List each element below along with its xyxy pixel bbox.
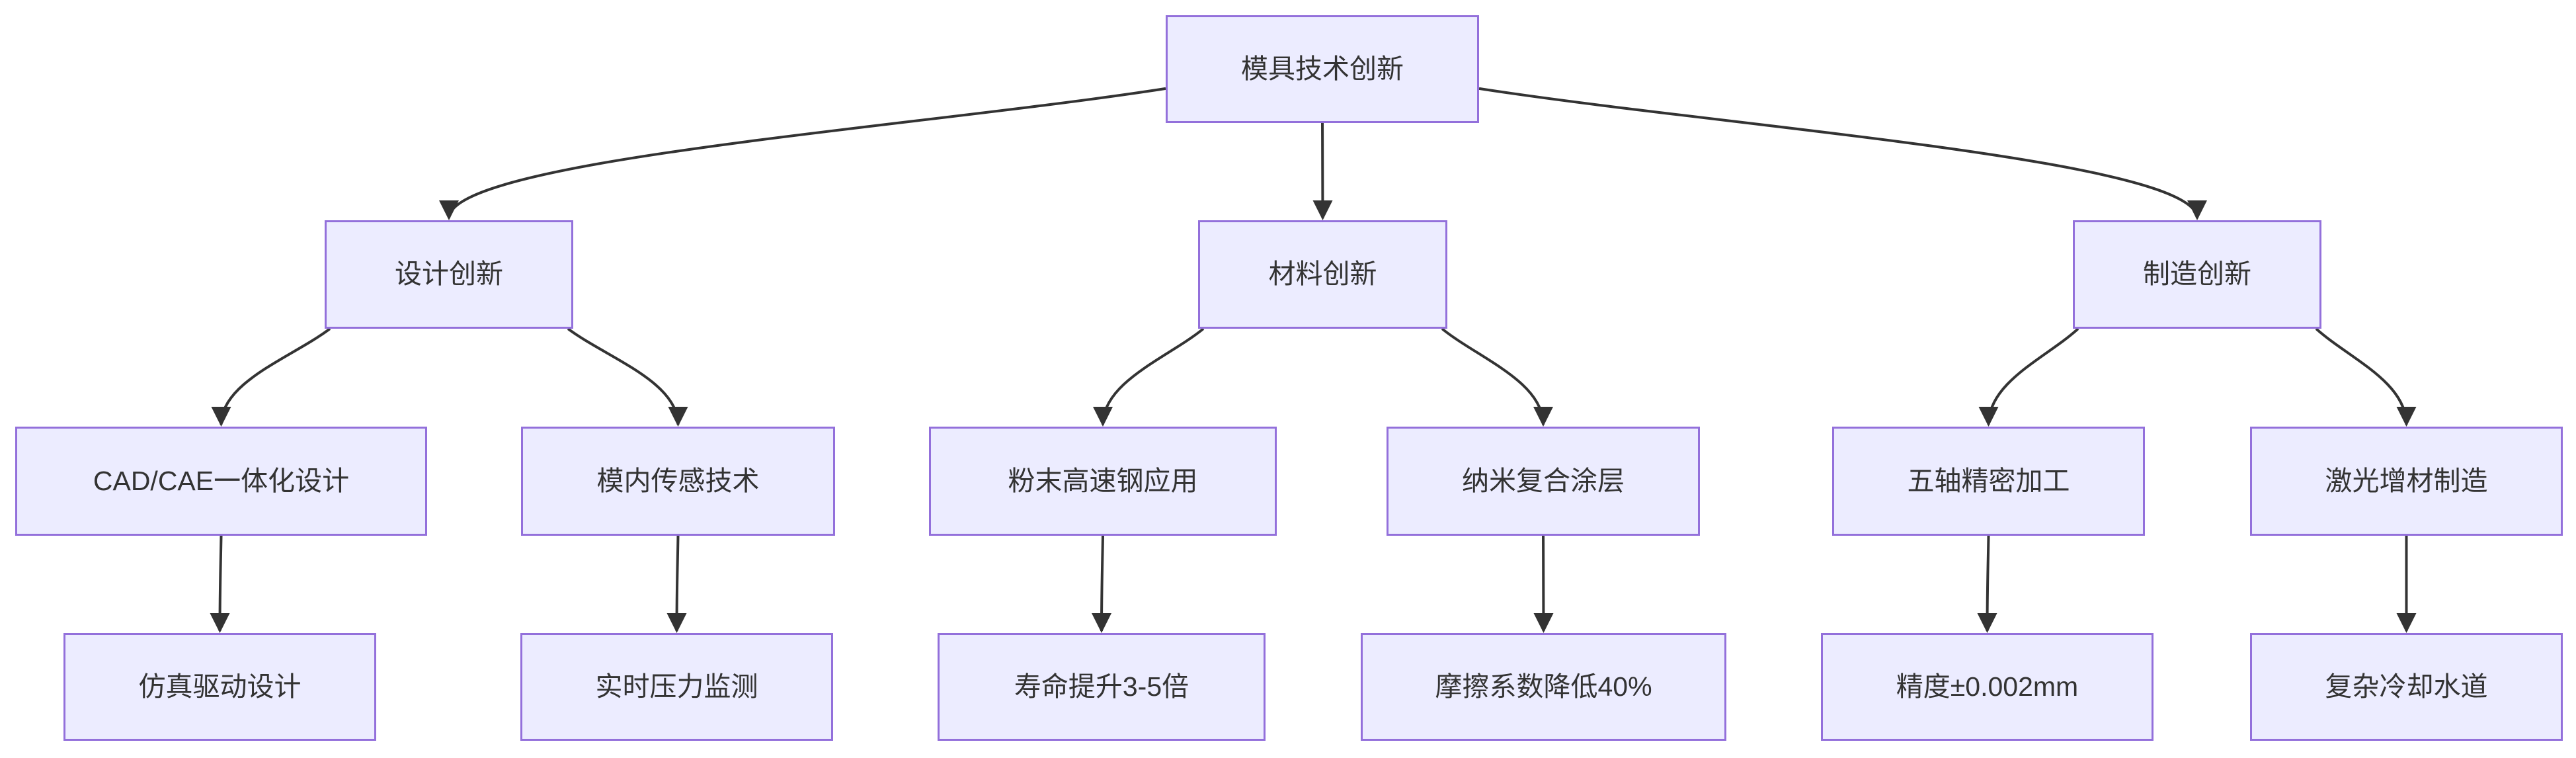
node-label-manufacture: 制造创新: [2143, 259, 2251, 290]
node-label-sensor: 模内传感技术: [596, 465, 760, 496]
edge-manufacture-fiveaxis: [1978, 327, 2079, 427]
flowchart-node-lifespan: 寿命提升3-5倍: [938, 633, 1266, 741]
node-label-root: 模具技术创新: [1241, 53, 1404, 84]
node-label-precision: 精度±0.002mm: [1896, 671, 2079, 702]
node-label-laser: 激光增材制造: [2325, 465, 2488, 496]
edge-root-material: [1312, 122, 1333, 220]
node-label-fiveaxis: 五轴精密加工: [1907, 465, 2070, 496]
node-label-lifespan: 寿命提升3-5倍: [1014, 671, 1189, 702]
flowchart-node-nano: 纳米复合涂层: [1387, 427, 1700, 536]
edge-root-manufacture: [1478, 87, 2207, 220]
flowchart-node-cooling: 复杂冷却水道: [2250, 633, 2563, 741]
edge-cadcae-simulation: [210, 535, 230, 633]
node-label-cadcae: CAD/CAE一体化设计: [93, 465, 350, 496]
node-label-simulation: 仿真驱动设计: [138, 671, 302, 702]
flowchart-node-powder: 粉末高速钢应用: [929, 427, 1277, 536]
edge-nano-friction: [1533, 535, 1554, 633]
node-label-cooling: 复杂冷却水道: [2325, 671, 2488, 702]
node-label-friction: 摩擦系数降低40%: [1435, 671, 1652, 702]
edge-root-design: [439, 87, 1166, 220]
edge-design-cadcae: [211, 327, 331, 427]
node-label-material: 材料创新: [1268, 259, 1377, 290]
edge-material-powder: [1093, 327, 1205, 427]
edge-design-sensor: [567, 327, 688, 427]
flowchart-node-manufacture: 制造创新: [2073, 220, 2321, 329]
node-label-pressure: 实时压力监测: [595, 671, 758, 702]
node-label-design: 设计创新: [395, 259, 503, 290]
flowchart-node-root: 模具技术创新: [1166, 15, 1479, 123]
edge-powder-lifespan: [1092, 535, 1112, 633]
flowchart-node-material: 材料创新: [1198, 220, 1447, 329]
flowchart-node-friction: 摩擦系数降低40%: [1361, 633, 1726, 741]
flowchart-node-sensor: 模内传感技术: [521, 427, 835, 536]
edge-material-nano: [1441, 327, 1553, 427]
flowchart-node-design: 设计创新: [325, 220, 573, 329]
edge-manufacture-laser: [2315, 327, 2417, 427]
flowchart-node-precision: 精度±0.002mm: [1821, 633, 2153, 741]
flowchart-node-laser: 激光增材制造: [2250, 427, 2563, 536]
node-label-nano: 纳米复合涂层: [1462, 465, 1625, 496]
edge-sensor-pressure: [666, 535, 687, 633]
node-label-powder: 粉末高速钢应用: [1008, 465, 1198, 496]
flowchart-node-simulation: 仿真驱动设计: [63, 633, 376, 741]
edge-fiveaxis-precision: [1977, 535, 1997, 633]
flowchart-node-cadcae: CAD/CAE一体化设计: [15, 427, 427, 536]
flowchart-node-pressure: 实时压力监测: [520, 633, 833, 741]
flowchart-node-fiveaxis: 五轴精密加工: [1832, 427, 2145, 536]
